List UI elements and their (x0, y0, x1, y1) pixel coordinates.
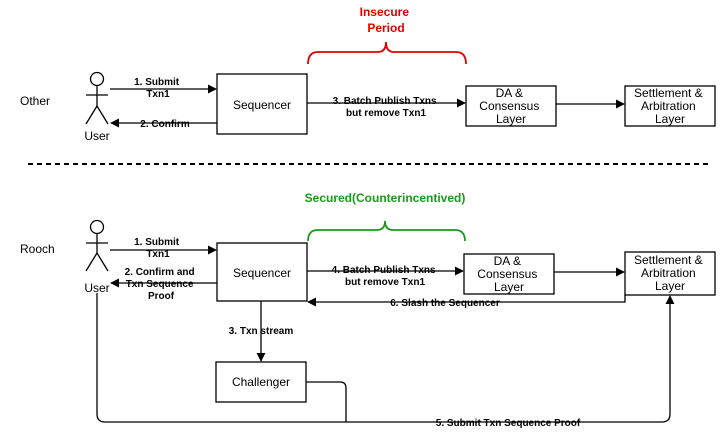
edge-user-loop (96, 293, 675, 423)
edge-label-slash: 6. Slash the Sequencer (390, 298, 500, 309)
da-box-bottom (463, 253, 555, 295)
secured-title: Secured(Counterincentived) (305, 191, 466, 205)
challenger-label: Challenger (232, 375, 290, 389)
edge-label-submit-proof: 5. Submit Txn Sequence Proof (436, 418, 581, 429)
edge-slash (307, 295, 626, 307)
user-label-top: User (84, 129, 109, 143)
sequencer-label-bottom: Sequencer (233, 266, 291, 280)
user-icon (85, 219, 109, 272)
insecure-brace (307, 41, 467, 65)
settlement-label-top: Settlement & Arbitration Layer (634, 86, 706, 126)
da-box-top (465, 85, 557, 127)
user-label-bottom: User (84, 281, 109, 295)
challenger-box (215, 361, 307, 403)
da-label-top: DA & Consensus Layer (479, 86, 542, 126)
da-label-bottom: DA & Consensus Layer (477, 254, 540, 294)
settlement-box-bottom (624, 251, 716, 296)
settlement-box-top (624, 85, 716, 127)
insecure-period-title: Insecure Period (360, 5, 413, 35)
user-icon (85, 71, 109, 125)
edge-label-confirm-top: 2. Confirm (140, 119, 190, 130)
section-label-other: Other (20, 94, 50, 108)
sequencer-box-bottom (216, 242, 308, 302)
settlement-label-bottom: Settlement & Arbitration Layer (634, 253, 706, 293)
edge-label-batch-top: 3. Batch Publish Txns but remove Txn1 (333, 96, 440, 119)
section-label-rooch: Rooch (20, 242, 55, 256)
secured-brace (307, 220, 466, 242)
sequencer-box-top (216, 73, 308, 135)
edge-challenger-loop (306, 381, 347, 422)
edge-label-submit-top: 1. Submit Txn1 (134, 77, 182, 100)
edge-label-submit-bottom: 1. Submit Txn1 (134, 237, 182, 260)
edge-label-batch-bottom: 4. Batch Publish Txns but remove Txn1 (332, 265, 439, 288)
edge-label-txn-stream: 3. Txn stream (229, 326, 294, 337)
sequencer-label-top: Sequencer (233, 98, 291, 112)
edge-label-confirm-bottom: 2. Confirm and Txn Sequence Proof (125, 267, 198, 302)
